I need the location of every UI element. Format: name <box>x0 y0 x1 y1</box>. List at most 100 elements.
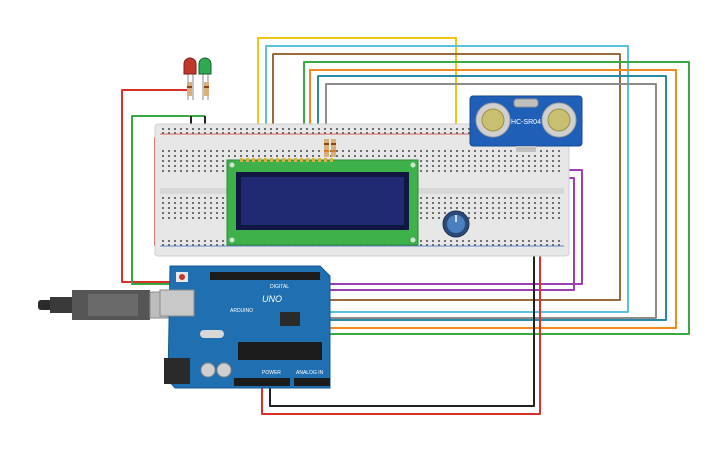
breadboard-hole <box>240 132 242 134</box>
breadboard-hole <box>486 160 488 162</box>
breadboard-hole <box>456 202 458 204</box>
breadboard-hole <box>258 155 260 157</box>
breadboard-hole <box>210 165 212 167</box>
breadboard-hole <box>516 207 518 209</box>
breadboard-hole <box>174 150 176 152</box>
breadboard-hole <box>174 244 176 246</box>
breadboard-hole <box>174 197 176 199</box>
breadboard-hole <box>270 128 272 130</box>
breadboard-hole <box>312 150 314 152</box>
breadboard-hole <box>396 132 398 134</box>
breadboard-hole <box>186 150 188 152</box>
breadboard-hole <box>198 160 200 162</box>
breadboard-hole <box>300 132 302 134</box>
breadboard-hole <box>522 217 524 219</box>
lcd-pin <box>318 158 321 162</box>
breadboard-hole <box>510 197 512 199</box>
breadboard-hole <box>306 128 308 130</box>
breadboard-hole <box>390 155 392 157</box>
breadboard-hole <box>492 165 494 167</box>
breadboard-hole <box>510 160 512 162</box>
breadboard-hole <box>360 128 362 130</box>
breadboard-hole <box>438 202 440 204</box>
wire-orange <box>303 69 677 329</box>
breadboard-hole <box>270 150 272 152</box>
breadboard-hole <box>504 170 506 172</box>
breadboard-hole <box>474 160 476 162</box>
breadboard-hole <box>300 155 302 157</box>
breadboard-hole <box>468 240 470 242</box>
breadboard-hole <box>258 132 260 134</box>
breadboard-hole <box>516 217 518 219</box>
breadboard-hole <box>324 132 326 134</box>
lcd-pin <box>282 158 285 162</box>
breadboard-hole <box>216 240 218 242</box>
breadboard-hole <box>222 202 224 204</box>
breadboard-hole <box>444 165 446 167</box>
breadboard-hole <box>228 132 230 134</box>
breadboard-hole <box>468 207 470 209</box>
breadboard-hole <box>378 132 380 134</box>
breadboard-hole <box>516 197 518 199</box>
lcd-pin <box>270 158 273 162</box>
breadboard-hole <box>222 244 224 246</box>
breadboard-hole <box>426 217 428 219</box>
breadboard-hole <box>528 244 530 246</box>
breadboard-hole <box>186 165 188 167</box>
breadboard-hole <box>168 244 170 246</box>
breadboard-hole <box>492 150 494 152</box>
potentiometer <box>442 210 470 238</box>
breadboard-hole <box>546 202 548 204</box>
breadboard-hole <box>450 165 452 167</box>
breadboard-hole <box>312 128 314 130</box>
breadboard-hole <box>180 128 182 130</box>
breadboard-hole <box>522 160 524 162</box>
breadboard-hole <box>540 170 542 172</box>
breadboard-hole <box>282 128 284 130</box>
breadboard-hole <box>192 128 194 130</box>
breadboard-hole <box>432 217 434 219</box>
breadboard-hole <box>216 170 218 172</box>
breadboard-hole <box>204 150 206 152</box>
breadboard-hole <box>468 155 470 157</box>
lcd-pin <box>312 158 315 162</box>
breadboard-hole <box>468 160 470 162</box>
breadboard-hole <box>522 244 524 246</box>
breadboard-hole <box>558 244 560 246</box>
breadboard-hole <box>198 155 200 157</box>
breadboard-hole <box>294 132 296 134</box>
breadboard-hole <box>186 170 188 172</box>
breadboard-hole <box>516 240 518 242</box>
breadboard-hole <box>474 170 476 172</box>
breadboard-hole <box>462 150 464 152</box>
breadboard-hole <box>342 132 344 134</box>
breadboard-hole <box>426 160 428 162</box>
breadboard-hole <box>534 212 536 214</box>
breadboard-hole <box>546 197 548 199</box>
breadboard-hole <box>336 155 338 157</box>
breadboard-hole <box>480 207 482 209</box>
breadboard-hole <box>354 150 356 152</box>
breadboard-hole <box>318 128 320 130</box>
breadboard-hole <box>168 160 170 162</box>
breadboard-hole <box>480 244 482 246</box>
breadboard-hole <box>522 207 524 209</box>
breadboard-hole <box>168 132 170 134</box>
breadboard-hole <box>510 217 512 219</box>
breadboard-hole <box>558 240 560 242</box>
breadboard-hole <box>546 150 548 152</box>
breadboard-hole <box>360 155 362 157</box>
breadboard-hole <box>414 155 416 157</box>
breadboard-hole <box>552 217 554 219</box>
wire-black-bottom <box>269 248 535 407</box>
breadboard-hole <box>462 244 464 246</box>
breadboard-hole <box>402 128 404 130</box>
breadboard-hole <box>486 197 488 199</box>
breadboard-hole <box>174 212 176 214</box>
breadboard-hole <box>558 202 560 204</box>
breadboard-hole <box>192 160 194 162</box>
breadboard-hole <box>432 150 434 152</box>
breadboard-hole <box>468 217 470 219</box>
breadboard-hole <box>534 197 536 199</box>
breadboard-hole <box>168 240 170 242</box>
